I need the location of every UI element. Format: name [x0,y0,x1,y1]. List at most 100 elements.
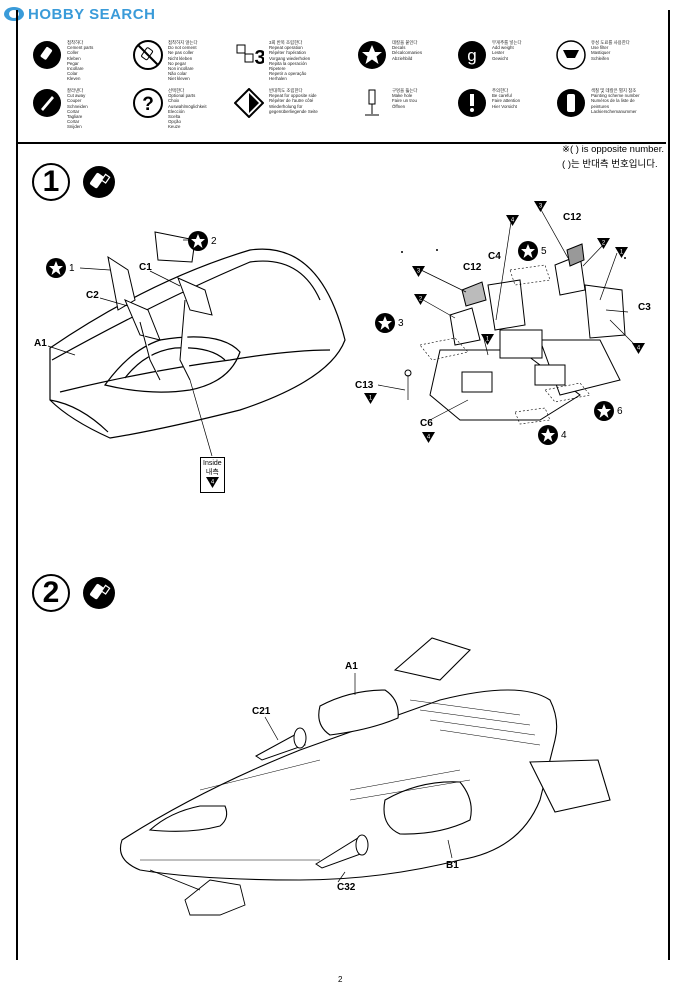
no-glue-icon [133,40,163,70]
inside-label-ko: 내측 [205,469,219,476]
legend-line: Make hole [392,93,413,99]
nose-cones [255,727,369,869]
paint-icon [557,89,585,117]
legend-line: 유성 도료를 사용한다 [591,40,630,45]
legend-line: Numéros de la liste de peintures [591,98,635,109]
legend-line: Pegar [67,60,79,66]
svg-text:4: 4 [427,435,431,441]
decal-marker-6: 6 [594,401,623,421]
legend-line: Lackierschemanummer [591,108,637,114]
legend-line: Wiederholung für gegenüberliegende Seite [269,103,318,114]
weight-icon: g [458,41,486,69]
legend-line: Faire un trou [392,98,417,104]
right-border [668,10,670,960]
legend-line: Hier Vorsicht [492,103,517,109]
label-c12-right: C12 [563,212,582,223]
decal-star-icon [46,258,66,278]
legend-line: 데칼을 붙인다 [392,40,418,45]
legend-line: Scelta [168,114,181,120]
legend-line: 잘라낸다 [67,88,84,93]
legend-line: Auswahlmöglichkeit [168,103,207,109]
label-c2: C2 [86,290,99,301]
decal-number: 4 [561,429,567,441]
decal-number: 3 [398,317,404,329]
decal-outlines [419,264,591,425]
legend-line: 무게추를 넣는다 [492,40,522,45]
legend-line: 3회 반복 조립한다 [269,40,303,45]
legend-line: Snijden [67,124,82,130]
decal-star-icon [538,425,558,445]
filter-icon [556,40,586,70]
label-c3: C3 [638,302,651,313]
legend-line: Ne pas coller [168,50,194,56]
legend-line: Vorgang wiederholen [269,55,311,61]
label-c21: C21 [252,706,271,717]
aircraft-fuselage [119,637,611,881]
legend-divider [16,142,666,144]
svg-text:4: 4 [637,346,641,352]
watermark: HOBBY SEARCH [4,4,155,24]
legend-line: Ripetere [269,66,286,72]
svg-text:2: 2 [602,241,606,247]
legend-line: Gewicht [492,55,508,61]
step-1-number: 1 [32,163,70,201]
decal-marker-2: 2 [188,231,217,251]
legend-line: Abziehbild [392,55,413,61]
legend-line: Repeat operation [269,45,303,51]
fuselage-panel-lines [140,699,541,861]
legend-line: Cortar [67,108,80,114]
left-border [16,10,18,960]
svg-text:4: 4 [211,480,215,486]
legend-line: Elección [168,108,185,114]
decal-star-icon [518,241,538,261]
glue-brush-icon [83,166,115,198]
legend-line: Herhalen [269,76,287,82]
decal-number: 1 [69,262,75,274]
glue-brush-icon [33,41,61,69]
legend-line: 접착하다 [67,40,84,45]
legend-line: Use filter [591,45,609,51]
paint-triangle-icon: 3 [534,201,547,212]
svg-text:1: 1 [369,396,373,402]
label-a1-step2: A1 [345,661,358,672]
legend-line: Coller [67,50,79,56]
inside-label: Inside [203,460,222,467]
glue-brush-icon [83,577,115,609]
legend-line: Painting scheme number [591,93,640,99]
inside-paint-note: Inside 내측 4 [200,457,225,493]
legend-line: Keuze [168,124,181,130]
decal-marker-3: 3 [375,313,404,333]
legend-line: 구멍을 뚫는다 [392,88,418,93]
paint-triangle-icon: 2 [597,238,610,249]
page-number: 2 [338,975,343,984]
opposite-number-note: ※( ) is opposite number. ( )는 반대측 번호입니다. [562,142,664,172]
svg-text:4: 4 [511,218,515,224]
step-2-leader-lines [264,673,453,883]
legend-line: Schleifen [591,55,610,61]
seat-leader-lines [377,207,636,421]
label-c4: C4 [488,251,501,262]
legend-line: Do not cement [168,45,197,51]
svg-text:2: 2 [419,297,423,303]
legend-line: 접착하지 않는다 [168,40,198,45]
label-c13: C13 [355,380,374,391]
legend-line: Öffnen [392,103,406,109]
svg-text:g: g [467,46,476,65]
